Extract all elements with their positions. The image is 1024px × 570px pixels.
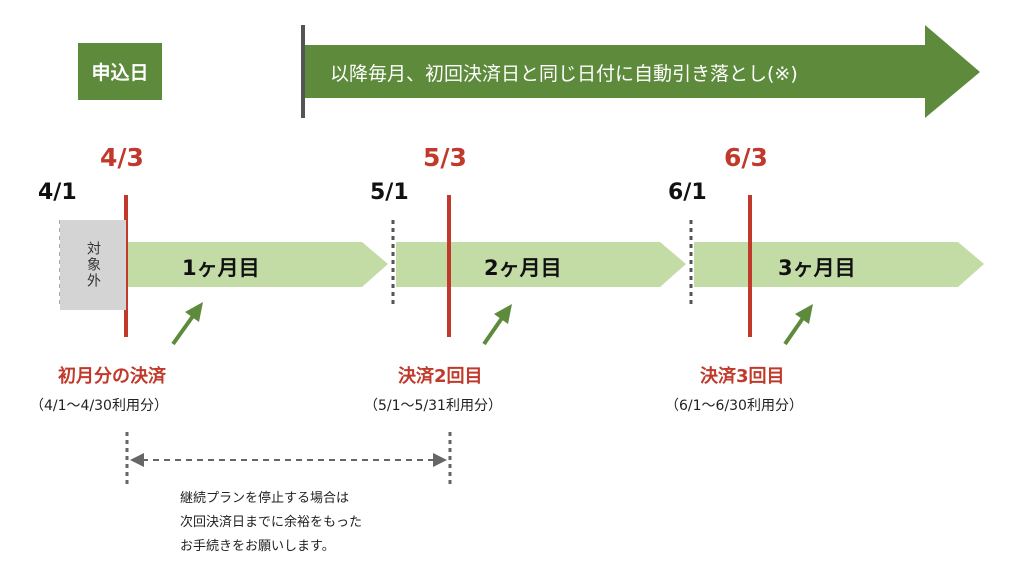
auto-debit-banner-text: 以降毎月、初回決済日と同じ日付に自動引き落とし(※) <box>330 62 798 85</box>
period-label-3: 3ヶ月目 <box>778 256 856 280</box>
month-start-label-3: 6/1 <box>668 180 707 205</box>
payment-line-2 <box>447 195 451 337</box>
cancellation-note: 継続プランを停止する場合は 次回決済日までに余裕をもった お手続きをお願いします… <box>180 491 363 554</box>
period-band-2 <box>396 242 686 287</box>
payment-title-1: 初月分の決済 <box>58 366 166 387</box>
payment-detail-1: （4/1〜4/30利用分） <box>30 398 168 414</box>
banner-start-bar <box>301 25 305 118</box>
payment-detail-2: （5/1〜5/31利用分） <box>364 398 502 414</box>
payment-line-1 <box>124 195 128 337</box>
pointer-arrow-2 <box>482 304 512 346</box>
excluded-period-box: 対象外 <box>60 220 126 310</box>
payment-day-label-2: 5/3 <box>423 143 467 172</box>
period-band-1 <box>126 242 388 287</box>
period-band-3 <box>694 242 984 287</box>
month-start-label-1: 4/1 <box>38 180 77 205</box>
range-double-arrow <box>130 453 447 467</box>
pointer-arrow-3 <box>783 304 813 346</box>
payment-detail-3: （6/1〜6/30利用分） <box>665 398 803 414</box>
payment-line-3 <box>748 195 752 337</box>
period-label-2: 2ヶ月目 <box>484 256 562 280</box>
month-start-label-2: 5/1 <box>370 180 409 205</box>
period-label-1: 1ヶ月目 <box>182 256 260 280</box>
payment-title-2: 決済2回目 <box>398 366 483 387</box>
pointer-arrow-1 <box>171 302 203 346</box>
payment-title-3: 決済3回目 <box>700 366 785 387</box>
excluded-label: 対象外 <box>85 241 101 289</box>
payment-day-label-3: 6/3 <box>724 143 768 172</box>
application-date-badge: 申込日 <box>78 43 162 100</box>
payment-day-label-1: 4/3 <box>100 143 144 172</box>
auto-debit-banner-arrow <box>305 25 980 118</box>
